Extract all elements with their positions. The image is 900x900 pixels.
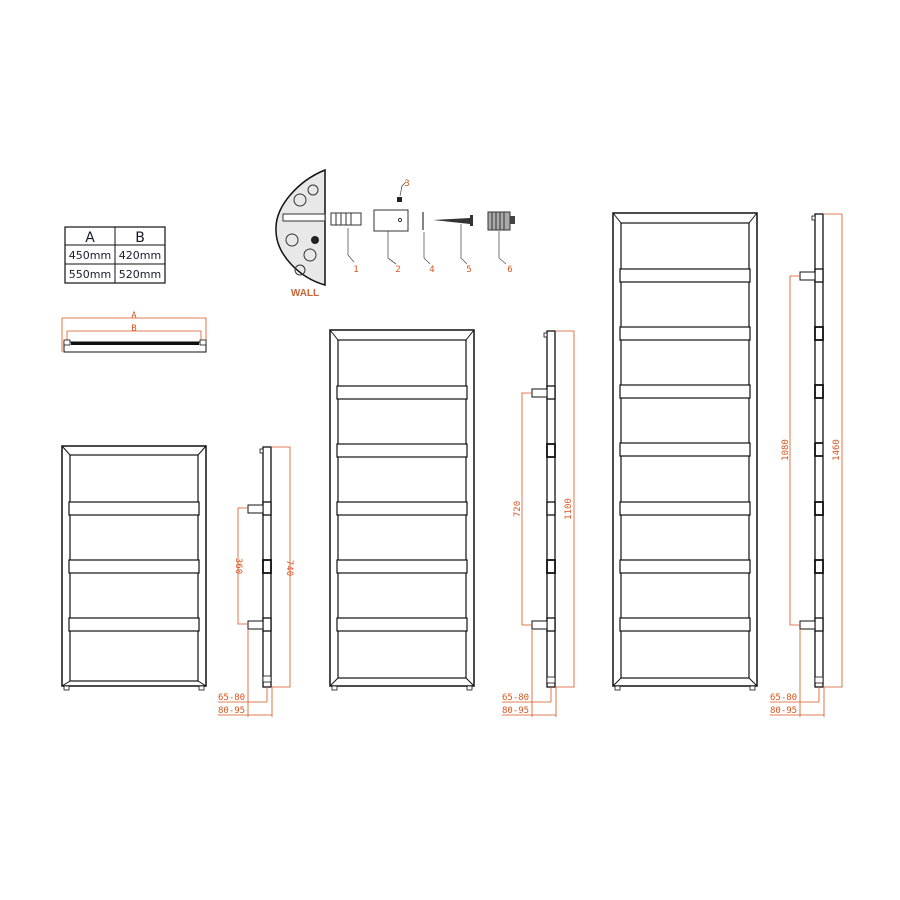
size-table: A B 450mm 420mm 550mm 520mm <box>64 226 166 284</box>
table-header-a: A <box>85 230 95 246</box>
part-number: 1 <box>353 265 358 275</box>
offset-inner-label: 65-80 <box>218 693 245 703</box>
part-number: 4 <box>429 265 434 275</box>
wall-plug-icon: 1 <box>330 212 362 275</box>
front-view-small <box>61 445 207 691</box>
bracket-spacing-label: 1080 <box>781 439 791 461</box>
bracket-spacing-label: 360 <box>233 558 243 574</box>
front-view-medium <box>329 329 475 691</box>
table-cell: 520mm <box>119 268 161 281</box>
height-label: 1460 <box>832 439 842 461</box>
table-header-b: B <box>135 230 145 246</box>
top-view: A B <box>61 311 207 353</box>
side-view-small: 360 740 65-80 80-95 <box>218 446 294 717</box>
bracket-block-icon: 2 <box>373 209 409 275</box>
part-number: 2 <box>395 265 400 275</box>
washer-icon: 4 <box>422 212 435 275</box>
fixing-kit: WALL 1 2 3 4 <box>275 168 515 299</box>
side-view-medium: 720 1100 65-80 80-95 <box>502 330 575 717</box>
grub-screw-icon: 3 <box>397 179 410 202</box>
side-view-large: 1080 1460 65-80 80-95 <box>770 213 843 717</box>
wall-label: WALL <box>291 288 319 299</box>
part-number: 3 <box>404 179 409 189</box>
table-cell: 450mm <box>69 249 111 262</box>
part-number: 6 <box>507 265 512 275</box>
offset-inner-label: 65-80 <box>770 693 797 703</box>
height-label: 1100 <box>564 498 574 520</box>
height-label: 740 <box>284 560 294 576</box>
offset-inner-label: 65-80 <box>502 693 529 703</box>
offset-outer-label: 80-95 <box>502 706 529 716</box>
table-cell: 550mm <box>69 268 111 281</box>
wall-icon: WALL <box>275 168 326 299</box>
part-number: 5 <box>466 265 471 275</box>
table-cell: 420mm <box>119 249 161 262</box>
screw-icon: 5 <box>433 215 473 275</box>
bracket-spacing-label: 720 <box>513 501 523 517</box>
front-view-large <box>612 212 758 691</box>
top-view-label-a: A <box>131 311 137 321</box>
top-view-label-b: B <box>131 324 136 334</box>
offset-outer-label: 80-95 <box>218 706 245 716</box>
cap-icon: 6 <box>487 211 515 275</box>
offset-outer-label: 80-95 <box>770 706 797 716</box>
